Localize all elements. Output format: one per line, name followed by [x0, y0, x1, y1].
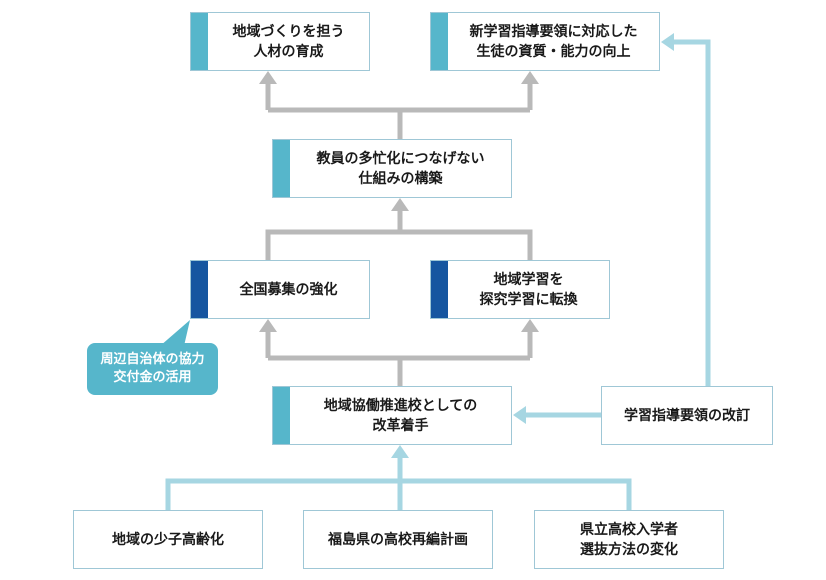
node-school-reform: 地域協働推進校としての 改革着手 [272, 386, 512, 445]
accent-bar [431, 261, 448, 318]
connector-middle-to-burden [265, 209, 533, 260]
connector-curriculum-to-competency [672, 39, 711, 386]
node-label: 学習指導要領の改訂 [624, 407, 750, 424]
node-label: 地域の少子高齢化 [112, 531, 224, 548]
accent-bar [191, 13, 208, 70]
node-curriculum-revision: 学習指導要領の改訂 [601, 386, 773, 445]
node-competency: 新学習指導要領に対応した 生徒の資質・能力の向上 [430, 12, 660, 71]
accent-bar [273, 387, 290, 444]
arrowhead-competency [661, 33, 674, 51]
accent-bar [431, 13, 448, 70]
arrowhead-curriculum-reform [513, 406, 526, 424]
node-label: 教員の多忙化につなげない 仕組みの構築 [316, 150, 485, 187]
node-recruitment: 全国募集の強化 [190, 260, 370, 319]
node-label: 地域協働推進校としての 改革着手 [323, 397, 478, 434]
callout-bubble: 周辺自治体の協力 交付金の活用 [87, 343, 218, 395]
node-label: 地域づくりを担う 人材の育成 [232, 23, 345, 60]
accent-bar [273, 140, 290, 197]
node-selection-change: 県立高校入学者 選抜方法の変化 [534, 510, 724, 569]
accent-bar [191, 261, 208, 318]
node-community-talent: 地域づくりを担う 人材の育成 [190, 12, 370, 71]
arrowheads-middle [259, 319, 539, 332]
arrowheads-top [259, 71, 539, 84]
node-no-burden-system: 教員の多忙化につなげない 仕組みの構築 [272, 139, 512, 198]
node-label: 新学習指導要領に対応した 生徒の資質・能力の向上 [469, 23, 638, 60]
node-label: 県立高校入学者 選抜方法の変化 [580, 521, 678, 558]
node-label: 全国募集の強化 [239, 281, 338, 298]
arrowhead-burden [391, 198, 409, 211]
node-birthrate-decline: 地域の少子高齢化 [73, 510, 263, 569]
arrowhead-reform [391, 445, 409, 458]
node-label: 地域学習を 探究学習に転換 [479, 271, 578, 308]
node-school-reorganization: 福島県の高校再編計画 [303, 510, 493, 569]
connector-burden-to-outcomes [265, 82, 533, 139]
node-inquiry-learning: 地域学習を 探究学習に転換 [430, 260, 610, 319]
node-label: 福島県の高校再編計画 [328, 531, 468, 548]
connector-causes-to-reform [165, 456, 632, 510]
connector-reform-to-middle [265, 330, 533, 386]
